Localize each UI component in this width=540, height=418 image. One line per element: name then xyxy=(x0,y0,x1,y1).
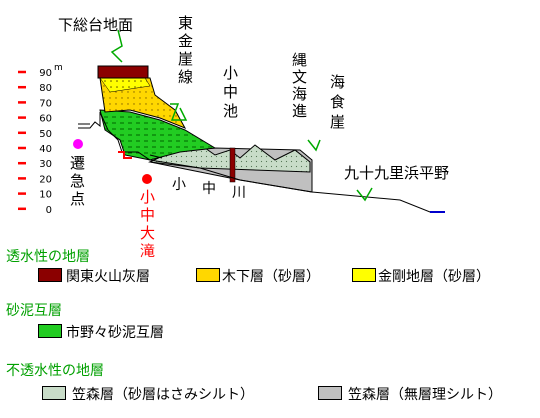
ichinono-swatch xyxy=(38,324,62,338)
plain-label: 九十九里浜平野 xyxy=(344,164,450,182)
pond-marker xyxy=(229,147,236,183)
scale-tick-label: 50 xyxy=(39,129,52,140)
permeable-title: 透水性の地層 xyxy=(6,249,90,265)
kasamori-silt-legend-label: 笠森層（無層理シルト） xyxy=(348,387,502,403)
kongo-swatch xyxy=(352,268,376,282)
river-char-1: 小 xyxy=(172,177,186,193)
scale-tick-label: 90 xyxy=(39,68,52,79)
river-char-2: 中 xyxy=(202,181,216,197)
kasamori-sand-legend-label: 笠森層（砂層はさみシルト） xyxy=(72,387,254,403)
scale-tick-label: 60 xyxy=(39,114,52,125)
jomon-label: 縄文海進 xyxy=(292,51,308,120)
pond-label: 小中池 xyxy=(223,64,239,120)
scale-tick-label: 80 xyxy=(39,83,52,94)
ground-profile xyxy=(78,111,445,213)
waterfall-marker xyxy=(142,174,152,184)
ash-legend-label: 関東火山灰層 xyxy=(66,269,150,285)
sea-cliff-label: 海食崖 xyxy=(330,73,346,131)
kongo-legend-label: 金剛地層（砂層） xyxy=(378,269,490,285)
cliff-line-label: 東金崖線 xyxy=(178,14,194,86)
kido-legend-label: 木下層（砂層） xyxy=(222,269,320,285)
scale-tick-label: 70 xyxy=(39,98,52,109)
ash-swatch xyxy=(38,268,62,282)
kasamori-sand-swatch xyxy=(42,386,66,400)
impermeable-title: 不透水性の地層 xyxy=(6,363,104,379)
scale-unit: m xyxy=(54,63,63,73)
scale-tick-label: 30 xyxy=(39,159,52,170)
scale-tick-label: 20 xyxy=(39,174,52,185)
elevation-scale: m 90 80 70 60 50 40 30 20 10 0 xyxy=(18,63,63,216)
knickpoint-label: 遷急点 xyxy=(70,154,86,208)
kasamori-silt-swatch xyxy=(318,386,342,400)
scale-tick-label: 10 xyxy=(39,190,52,201)
ichinono-legend-label: 市野々砂泥互層 xyxy=(66,325,164,341)
pointer-lines xyxy=(110,29,373,202)
mudstone-title: 砂泥互層 xyxy=(6,303,62,319)
kido-swatch xyxy=(196,268,220,282)
strata xyxy=(78,65,445,213)
scale-tick-label: 0 xyxy=(46,205,52,216)
waterfall-step xyxy=(118,151,132,159)
kanto-ash-layer xyxy=(97,65,149,79)
river-char-3: 川 xyxy=(232,185,246,201)
scale-tick-label: 40 xyxy=(39,144,52,155)
knickpoint-marker xyxy=(73,139,83,149)
waterfall-label: 小中大滝 xyxy=(140,188,156,260)
surface-label: 下総台地面 xyxy=(58,16,134,34)
